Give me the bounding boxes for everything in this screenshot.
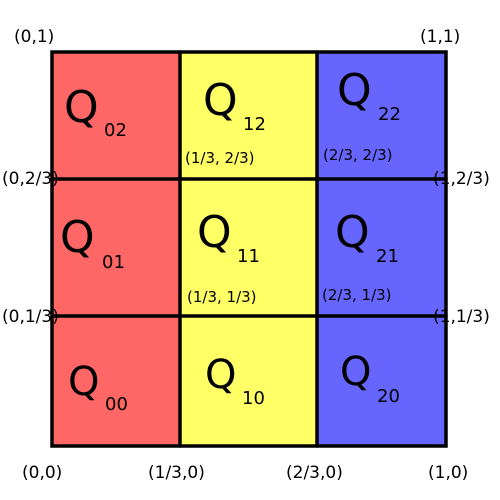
- corner-label-bottom-right: (1,0): [428, 463, 468, 483]
- edge-label-bottom-second: (2/3,0): [286, 463, 343, 483]
- cell-letter: Q: [340, 349, 371, 395]
- outer-border: [50, 50, 448, 448]
- cell-letter: Q: [64, 82, 99, 133]
- cell-subscript: 22: [378, 104, 401, 125]
- cell-q00: Q 00: [68, 359, 128, 415]
- cell-letter: Q: [335, 207, 370, 258]
- cell-q12: Q 12 (1/3, 2/3): [185, 75, 266, 167]
- edge-label-right-lower: (1,1/3): [433, 307, 490, 327]
- cell-letter: Q: [197, 207, 232, 258]
- cell-subscript: 01: [102, 252, 125, 273]
- column-fill-right: [317, 52, 446, 446]
- cell-subscript: 11: [237, 246, 260, 267]
- cell-subscript: 02: [104, 120, 127, 141]
- cell-q22: Q 22 (2/3, 2/3): [323, 65, 401, 164]
- edge-label-left-lower: (0,1/3): [2, 307, 59, 327]
- cell-letter: Q: [337, 65, 372, 116]
- cell-subscript: 10: [242, 388, 265, 409]
- cell-q02: Q 02: [64, 82, 127, 141]
- cell-subscript: 12: [243, 114, 266, 135]
- corner-label-top-left: (0,1): [14, 27, 54, 47]
- edge-label-left-upper: (0,2/3): [2, 169, 59, 189]
- corner-labels: (0,1) (1,1) (0,0) (1,0): [14, 27, 468, 483]
- cell-letter: Q: [60, 212, 95, 263]
- cell-q21: Q 21 (2/3, 1/3): [322, 207, 399, 304]
- cell-q20: Q 20: [340, 349, 400, 407]
- cell-q11: Q 11 (1/3, 1/3): [187, 207, 260, 306]
- grid-lines: [50, 50, 448, 448]
- cell-coordinate: (2/3, 2/3): [323, 146, 393, 164]
- cell-coordinate: (2/3, 1/3): [322, 286, 392, 304]
- cell-subscript: 00: [105, 394, 128, 415]
- edge-labels: (0,2/3) (0,1/3) (1,2/3) (1,1/3) (1/3,0) …: [2, 169, 490, 483]
- cell-letter: Q: [203, 75, 238, 126]
- column-fill-middle: [180, 52, 317, 446]
- cell-q10: Q 10: [205, 352, 265, 409]
- cell-coordinate: (1/3, 1/3): [187, 288, 257, 306]
- corner-label-top-right: (1,1): [420, 27, 460, 47]
- column-fill-left: [52, 52, 180, 446]
- cell-labels: Q 02 Q 12 (1/3, 2/3) Q 22 (2/3, 2/3) Q 0…: [60, 65, 401, 415]
- cell-letter: Q: [68, 359, 99, 405]
- cell-q01: Q 01: [60, 212, 125, 273]
- corner-label-bottom-left: (0,0): [22, 463, 62, 483]
- cell-letter: Q: [205, 352, 236, 398]
- cell-subscript: 20: [377, 386, 400, 407]
- edge-label-bottom-first: (1/3,0): [148, 463, 205, 483]
- cell-coordinate: (1/3, 2/3): [185, 149, 255, 167]
- edge-label-right-upper: (1,2/3): [433, 169, 490, 189]
- cell-subscript: 21: [376, 246, 399, 267]
